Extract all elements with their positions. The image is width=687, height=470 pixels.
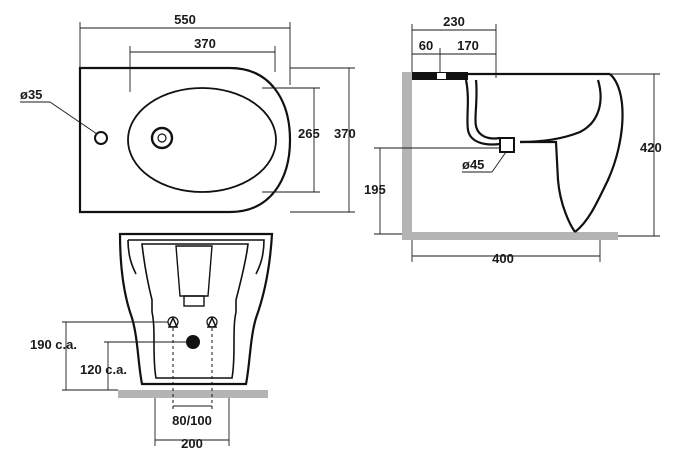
dim-label-120: 120 c.a. <box>80 362 127 377</box>
leader-line <box>49 101 98 135</box>
front-rim-inner <box>128 239 265 275</box>
front-floor <box>118 390 268 398</box>
dim-label-230: 230 <box>443 14 465 29</box>
supply-right-ring <box>206 316 218 328</box>
front-trap-outlet <box>183 295 205 307</box>
dim-label-200: 200 <box>181 436 203 451</box>
side-bowl-back <box>464 79 501 146</box>
side-pedestal <box>520 140 576 233</box>
hole-diameter-label: ø35 <box>20 87 42 102</box>
dim-label-550: 550 <box>174 12 196 27</box>
dim-label-400: 400 <box>492 251 514 266</box>
front-trap <box>175 245 213 297</box>
drain-outlet <box>499 137 515 153</box>
wall <box>402 72 412 238</box>
top-view-bowl <box>127 87 277 193</box>
side-view: 230 60 170 ø45 195 420 400 <box>364 14 662 266</box>
drain-diameter-label: ø45 <box>462 157 484 172</box>
front-basin <box>141 243 249 379</box>
drain-hole-icon <box>150 126 174 150</box>
front-view: 190 c.a. 120 c.a. 80/100 200 <box>30 232 274 451</box>
side-rim-hole <box>437 73 446 79</box>
dim-label-420: 420 <box>640 140 662 155</box>
dim-label-265: 265 <box>298 126 320 141</box>
dim-label-60: 60 <box>419 38 433 53</box>
dim-label-370-top: 370 <box>194 36 216 51</box>
side-bowl-back-inner <box>474 79 501 140</box>
top-view: 550 370 ø35 265 370 <box>20 12 356 214</box>
side-floor <box>402 232 618 240</box>
drain-hole-inner-icon <box>157 133 167 143</box>
dim-label-190: 190 c.a. <box>30 337 77 352</box>
side-inner-bowl <box>519 79 602 144</box>
dim-label-195: 195 <box>364 182 386 197</box>
tap-hole-icon <box>94 131 108 145</box>
dim-label-80-100: 80/100 <box>172 413 212 428</box>
top-view-outline <box>78 66 292 214</box>
front-view-outline <box>118 232 274 386</box>
dim-label-370-depth: 370 <box>334 126 356 141</box>
dim-label-170: 170 <box>457 38 479 53</box>
leader-line <box>491 151 507 173</box>
side-front-profile <box>574 73 624 233</box>
front-drain-icon <box>186 335 200 349</box>
front-rim-inner-left <box>127 239 137 275</box>
